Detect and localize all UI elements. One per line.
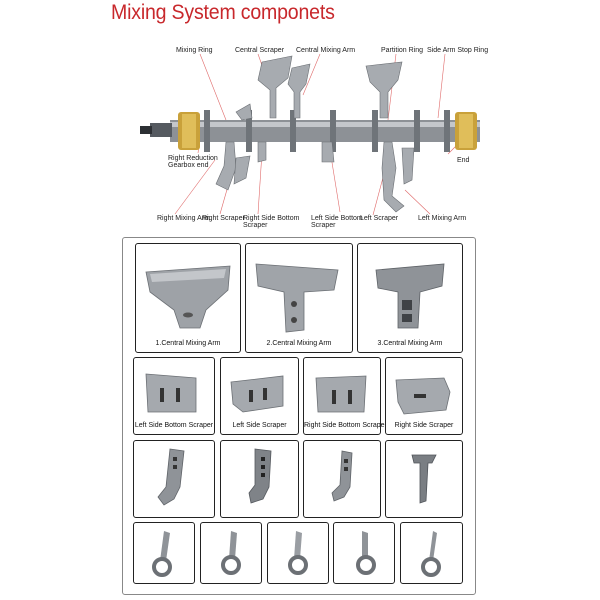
side-arm-2-image [248, 448, 272, 504]
left-side-bottom-scraper-image [145, 373, 197, 413]
callout-mixing-ring: Mixing Ring [176, 47, 213, 54]
arm-clamp-4-image [356, 531, 376, 575]
caption-central-mixing-arm-3: 3.Central Mixing Arm [377, 340, 443, 347]
part-panel-right-side-scraper: Right Side Scraper [385, 357, 463, 435]
callout-partition-ring: Partition Ring [381, 47, 424, 54]
caption-central-mixing-arm-2: 2.Central Mixing Arm [266, 340, 332, 347]
part-panel-side-arm-4 [385, 440, 463, 518]
part-panel-central-mixing-arm-3: 3.Central Mixing Arm [357, 243, 463, 353]
part-panel-arm-clamp-5 [400, 522, 463, 584]
caption-central-mixing-arm-1: 1.Central Mixing Arm [155, 340, 221, 347]
arm-clamp-2-image [221, 531, 241, 575]
part-panel-central-mixing-arm-2: 2.Central Mixing Arm [245, 243, 353, 353]
callout-right-reduction: Right Reduction [168, 155, 218, 162]
callout-right-side-bottom-scraper: Right Side Bottom [243, 215, 300, 222]
caption-left-side-bottom-scraper: Left Side Bottom Scraper [134, 422, 214, 429]
callout-left-scraper: Left Scraper [360, 215, 399, 222]
central-mixing-arm-3-image [375, 263, 445, 329]
part-panel-side-arm-3 [303, 440, 381, 518]
mixing-shaft-diagram: Mixing Ring Central Scraper Central Mixi… [0, 0, 600, 240]
callout-right-scraper: Right Scraper [202, 215, 245, 222]
side-arm-3-image [331, 450, 353, 502]
part-panel-left-side-bottom-scraper: Left Side Bottom Scraper [133, 357, 215, 435]
shaft-illustration [140, 53, 480, 216]
callout-central-mixing-arm: Central Mixing Arm [296, 47, 356, 54]
part-panel-arm-clamp-2 [200, 522, 262, 584]
page-title: Mixing System componets [111, 1, 335, 24]
callout-right-side-bottom-scraper-2: Scraper [243, 222, 268, 229]
callout-end: End [457, 157, 470, 164]
part-panel-arm-clamp-3 [267, 522, 329, 584]
parts-catalog [122, 237, 476, 595]
callout-left-mixing-arm: Left Mixing Arm [418, 215, 467, 222]
side-arm-4-image [411, 454, 437, 504]
caption-right-side-bottom-scraper: Right Side Bottom Scraper [304, 422, 387, 429]
arm-clamp-3-image [288, 531, 308, 575]
arm-clamp-5-image [421, 531, 441, 577]
part-panel-arm-clamp-1 [133, 522, 195, 584]
side-arm-1-image [157, 448, 185, 506]
callout-left-side-bottom-scraper: Left Side Bottom [311, 215, 363, 222]
right-side-bottom-scraper-image [315, 375, 367, 413]
part-panel-right-side-bottom-scraper: Right Side Bottom Scraper [303, 357, 387, 435]
central-mixing-arm-2-image [255, 263, 339, 333]
part-panel-arm-clamp-4 [333, 522, 395, 584]
callout-left-side-bottom-scraper-2: Scraper [311, 222, 336, 229]
right-side-scraper-image [395, 377, 451, 415]
arm-clamp-1-image [152, 531, 172, 577]
part-panel-side-arm-2 [220, 440, 299, 518]
part-panel-left-side-scraper: Left Side Scraper [220, 357, 299, 435]
callout-central-scraper: Central Scraper [235, 47, 285, 54]
callout-right-mixing-arm: Right Mixing Arm [157, 215, 210, 222]
callout-side-arm-stop-ring: Side Arm Stop Ring [427, 47, 489, 54]
part-panel-side-arm-1 [133, 440, 215, 518]
callout-gearbox-end: Gearbox end [168, 162, 209, 169]
left-side-scraper-image [230, 375, 284, 413]
part-panel-central-mixing-arm-1: 1.Central Mixing Arm [135, 243, 241, 353]
caption-left-side-scraper: Left Side Scraper [232, 422, 287, 429]
central-mixing-arm-1-image [145, 265, 231, 329]
caption-right-side-scraper: Right Side Scraper [394, 422, 454, 429]
